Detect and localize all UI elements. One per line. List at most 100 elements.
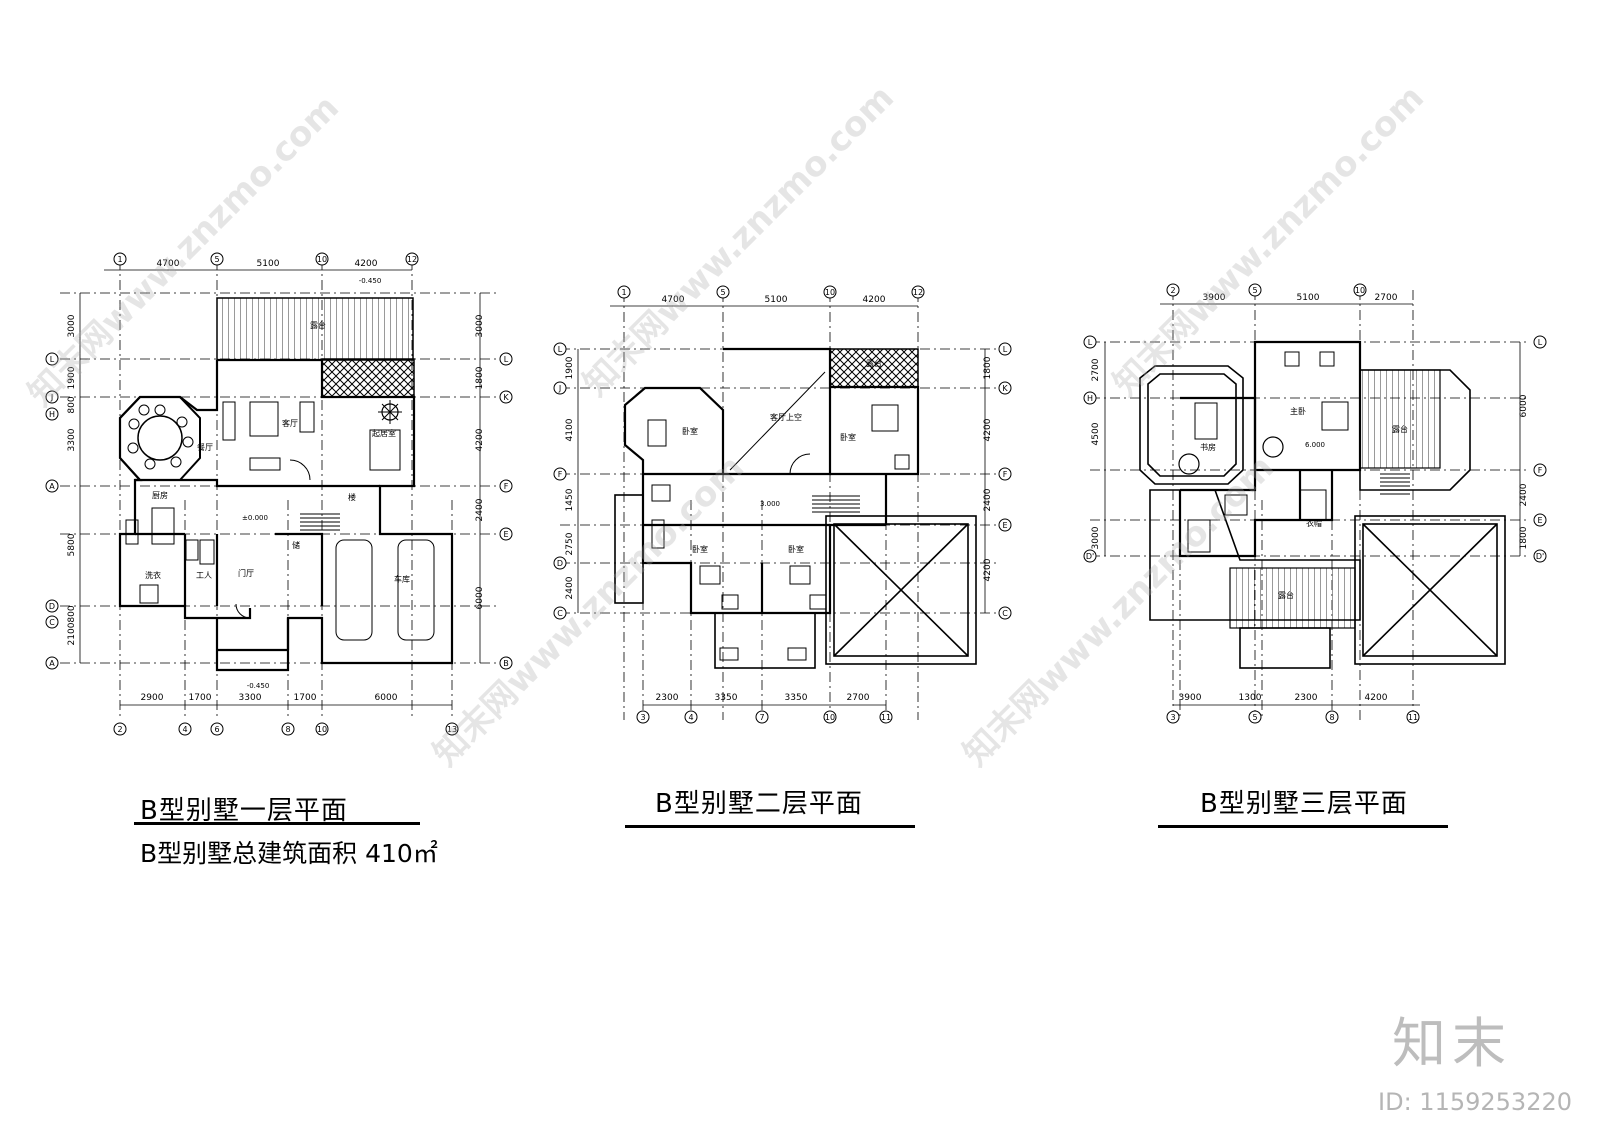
axis-label: 8 [285, 725, 290, 734]
level-mark: ±0.000 [242, 514, 268, 522]
dimension-label: 2400 [983, 488, 993, 511]
dimension-label: 4500 [1091, 422, 1101, 445]
room-label: 客厅 [282, 418, 298, 428]
axis-label: 10 [317, 255, 327, 264]
axis-label: 1 [621, 288, 626, 297]
room-label: 洗衣 [145, 570, 161, 580]
dimension-label: 3000 [67, 314, 77, 337]
axis-label: D' [1086, 552, 1094, 561]
dimension-label: 2750 [565, 532, 575, 555]
room-label: 楼 [348, 492, 356, 502]
dimension-label: 4700 [157, 259, 180, 269]
axis-label: L [50, 355, 55, 364]
plan-2-title: B型别墅二层平面 [655, 789, 863, 819]
axis-label: L [1538, 338, 1543, 347]
dimension-label: 1300 [1239, 693, 1262, 703]
room-label: 门厅 [238, 568, 254, 578]
dimension-label: 1800 [475, 366, 485, 389]
axis-label: 11 [881, 713, 891, 722]
dimension-label: 4700 [662, 295, 685, 305]
plan-1-title: B型别墅一层平面 [140, 796, 348, 826]
dimension-label: 2400 [475, 498, 485, 521]
dimension-label: 5100 [765, 295, 788, 305]
dimension-label: 800 [67, 605, 77, 622]
axis-label: D [49, 602, 55, 611]
axis-label: 6 [214, 725, 219, 734]
room-label: 衣帽 [1306, 518, 1322, 528]
dimension-label: 2300 [1295, 693, 1318, 703]
axis-label: 12 [407, 255, 417, 264]
level-mark: 6.000 [1305, 441, 1325, 449]
plan-3-third-floor [1083, 283, 1547, 724]
axis-label: C [49, 618, 55, 627]
axis-label: F [1003, 470, 1008, 479]
room-label: 卧室 [840, 432, 856, 442]
axis-label: 13 [447, 725, 457, 734]
plan-3-title-underline [1158, 825, 1448, 828]
axis-label: 5 [214, 255, 219, 264]
axis-label: 5 [1252, 713, 1257, 722]
dimension-label: 4200 [863, 295, 886, 305]
dimension-label: 4200 [983, 418, 993, 441]
room-label: 车库 [394, 574, 410, 584]
axis-label: C [557, 609, 563, 618]
room-label: 客厅上空 [770, 412, 802, 422]
axis-label: 11 [1408, 713, 1418, 722]
dimension-label: 1700 [294, 693, 317, 703]
axis-label: 1 [117, 255, 122, 264]
dimension-label: 5800 [67, 533, 77, 556]
room-label: 露台 [866, 358, 882, 368]
axis-label: E [503, 530, 508, 539]
axis-label: J [558, 384, 561, 393]
dimension-label: 6000 [375, 693, 398, 703]
plan-2-title-underline [625, 825, 915, 828]
axis-label: D' [1536, 552, 1544, 561]
dimension-label: 4200 [355, 259, 378, 269]
axis-label: F [504, 482, 509, 491]
axis-label: 10 [1355, 286, 1365, 295]
dimension-label: 2900 [141, 693, 164, 703]
axis-label: J [50, 393, 53, 402]
room-label: 工人 [196, 571, 212, 580]
dimension-label: 3900 [1179, 693, 1202, 703]
dimension-label: 4200 [1365, 693, 1388, 703]
dimension-label: 1900 [67, 366, 77, 389]
room-label: 露台 [1278, 590, 1294, 600]
room-label: 卧室 [788, 544, 804, 554]
dimension-label: 2400 [565, 576, 575, 599]
dimension-label: 4200 [983, 558, 993, 581]
axis-label: K [503, 393, 509, 402]
axis-label: 4 [688, 713, 693, 722]
plan-1-first-floor [45, 252, 513, 736]
dimension-label: 5100 [1297, 293, 1320, 303]
axis-label: B [503, 659, 509, 668]
axis-label: 10 [317, 725, 327, 734]
level-mark: 3.000 [760, 500, 780, 508]
axis-label: F [1538, 466, 1543, 475]
plan-1-title-underline [134, 822, 420, 825]
axis-label: L [1003, 345, 1008, 354]
axis-label: L [1088, 338, 1093, 347]
dimension-label: 800 [67, 396, 77, 413]
axis-label: C [1002, 609, 1008, 618]
plan-3-title: B型别墅三层平面 [1200, 789, 1408, 819]
room-label: 卧室 [682, 426, 698, 436]
plan-2-second-floor [553, 285, 1012, 724]
axis-label: 5 [720, 288, 725, 297]
dimension-label: 3350 [785, 693, 808, 703]
axis-label: 2 [117, 725, 122, 734]
dimension-label: 4200 [475, 428, 485, 451]
room-label: 储 [292, 540, 300, 550]
axis-label: 5 [1252, 286, 1257, 295]
level-mark: -0.450 [247, 682, 270, 690]
room-label: 露台 [1392, 424, 1408, 434]
axis-label: 12 [913, 288, 923, 297]
axis-label: 10 [825, 288, 835, 297]
dimension-label: 1800 [1519, 526, 1529, 549]
room-label: 主卧 [1290, 406, 1306, 416]
dimension-label: 2300 [656, 693, 679, 703]
axis-label: 8 [1329, 713, 1334, 722]
room-label: 露台 [310, 320, 326, 330]
